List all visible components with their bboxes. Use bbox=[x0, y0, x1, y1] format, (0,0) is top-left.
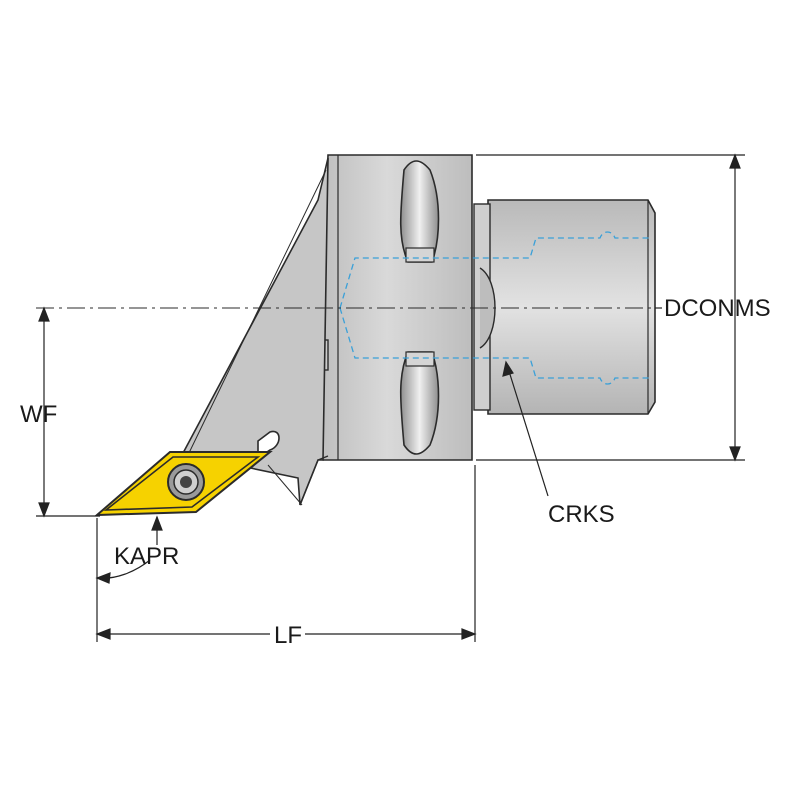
coolant-channel bbox=[339, 231, 650, 385]
crks-leader bbox=[502, 360, 549, 497]
label-crks: CRKS bbox=[548, 501, 615, 528]
torx-screw-icon bbox=[167, 463, 205, 501]
dim-wf bbox=[36, 306, 100, 518]
label-wf: WF bbox=[20, 401, 57, 428]
label-lf: LF bbox=[274, 622, 302, 649]
key-slot-top bbox=[399, 160, 440, 263]
key-slot-bottom bbox=[399, 351, 440, 455]
label-dconms: DCONMS bbox=[664, 295, 771, 322]
label-kapr: KAPR bbox=[114, 543, 179, 570]
cutting-insert bbox=[94, 451, 273, 517]
angled-neck bbox=[181, 157, 329, 506]
dim-lf bbox=[95, 465, 477, 642]
shank bbox=[473, 199, 656, 415]
dim-kapr bbox=[95, 515, 163, 584]
dim-dconms bbox=[476, 153, 745, 462]
